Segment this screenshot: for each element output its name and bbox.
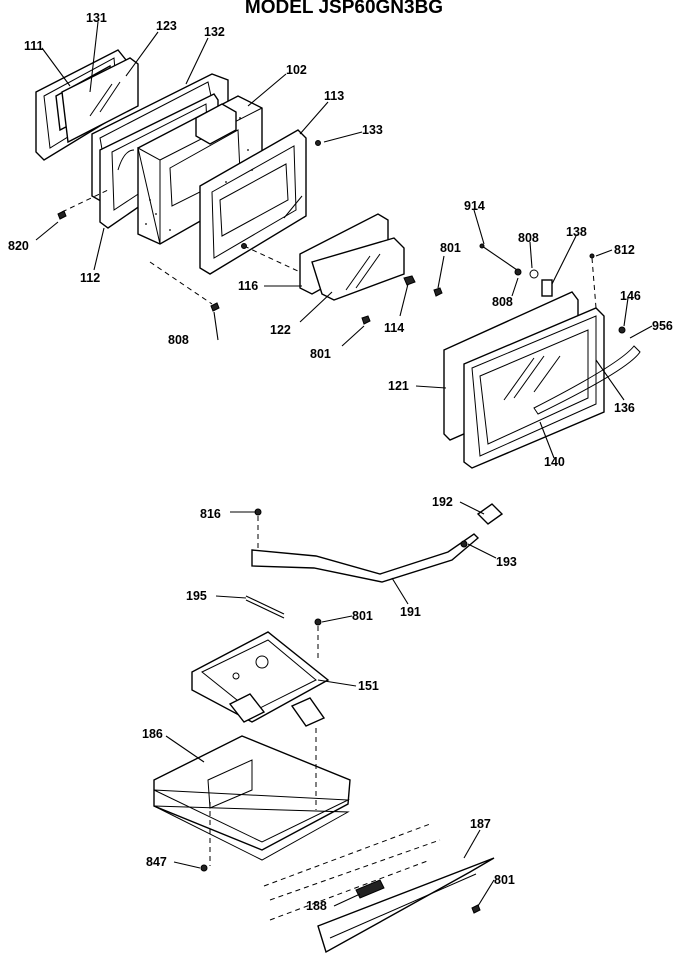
label-121: 121 xyxy=(388,379,409,393)
label-191: 191 xyxy=(400,605,421,619)
label-133: 133 xyxy=(362,123,383,137)
label-801-a: 801 xyxy=(440,241,461,255)
label-151: 151 xyxy=(358,679,379,693)
leader-lines xyxy=(35,21,653,907)
page-title: MODEL JSP60GN3BG xyxy=(244,0,444,18)
label-123: 123 xyxy=(156,19,177,33)
label-193: 193 xyxy=(496,555,517,569)
door-glass-assembly xyxy=(35,49,321,312)
outer-door-assembly xyxy=(443,243,641,469)
label-140: 140 xyxy=(544,455,565,469)
label-131: 131 xyxy=(86,11,107,25)
label-801-b: 801 xyxy=(310,347,331,361)
label-112: 112 xyxy=(80,271,100,285)
label-132: 132 xyxy=(204,25,225,39)
label-801-d: 801 xyxy=(494,873,515,887)
label-956: 956 xyxy=(652,319,673,333)
label-188: 188 xyxy=(306,899,327,913)
label-102: 102 xyxy=(286,63,307,77)
label-820: 820 xyxy=(8,239,29,253)
label-808-a: 808 xyxy=(518,231,539,245)
label-914: 914 xyxy=(464,199,485,213)
label-136: 136 xyxy=(614,401,635,415)
inner-glass-pack xyxy=(299,213,443,325)
label-187: 187 xyxy=(470,817,491,831)
label-114: 114 xyxy=(384,321,404,335)
label-808-b: 808 xyxy=(492,295,513,309)
label-801-c: 801 xyxy=(352,609,373,623)
part-labels: 111 131 123 132 102 113 133 820 112 914 … xyxy=(8,11,673,913)
label-146: 146 xyxy=(620,289,641,303)
label-111: 111 xyxy=(24,39,44,53)
label-186: 186 xyxy=(142,727,163,741)
label-847: 847 xyxy=(146,855,167,869)
label-195: 195 xyxy=(186,589,207,603)
label-192: 192 xyxy=(432,495,453,509)
label-812: 812 xyxy=(614,243,635,257)
label-113: 113 xyxy=(324,89,344,103)
bottom-tray-assembly xyxy=(153,728,495,954)
label-816: 816 xyxy=(200,507,221,521)
label-116: 116 xyxy=(238,279,258,293)
label-808-c: 808 xyxy=(168,333,189,347)
latch-assembly xyxy=(191,503,504,727)
label-122: 122 xyxy=(270,323,291,337)
label-138: 138 xyxy=(566,225,587,239)
